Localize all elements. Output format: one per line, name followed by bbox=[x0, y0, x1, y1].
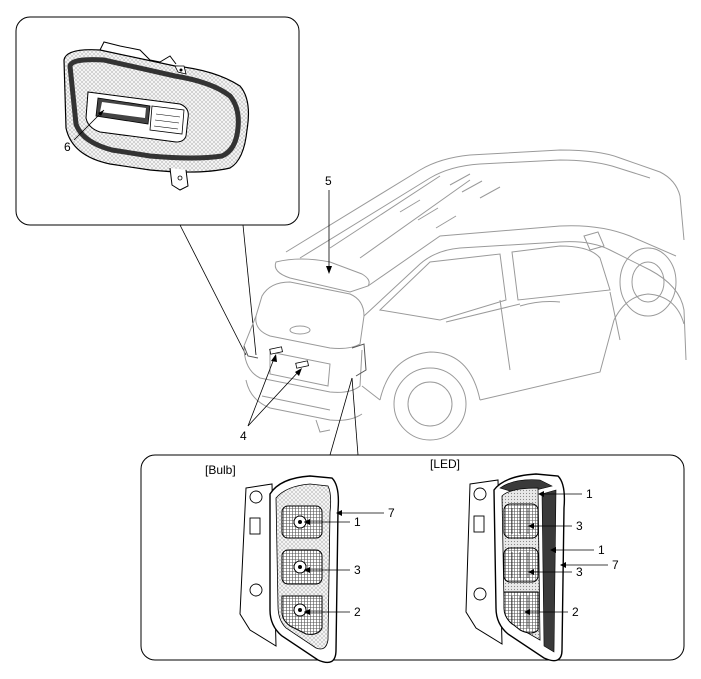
led-title: [LED] bbox=[430, 457, 460, 471]
lamp-rim bbox=[67, 57, 241, 161]
bulb-lamp bbox=[239, 475, 340, 664]
bulb-callout-7: 7 bbox=[388, 506, 395, 520]
vehicle-callouts: 5 4 bbox=[240, 174, 359, 456]
callout-5: 5 bbox=[325, 174, 332, 188]
led-callout-3b: 3 bbox=[576, 565, 583, 579]
callout-4: 4 bbox=[240, 429, 247, 443]
bulb-callout-1: 1 bbox=[354, 515, 361, 529]
led-callout-2: 2 bbox=[572, 605, 579, 619]
bulb-callout-2: 2 bbox=[354, 605, 361, 619]
bulb-callout-3: 3 bbox=[354, 563, 361, 577]
bottom-inset: [Bulb] 1 3 2 bbox=[140, 454, 685, 664]
led-callout-1b: 1 bbox=[598, 543, 605, 557]
bulb-title: [Bulb] bbox=[205, 463, 236, 477]
top-inset: 6 bbox=[15, 16, 300, 356]
vehicle bbox=[243, 149, 687, 441]
led-callout-7: 7 bbox=[612, 558, 619, 572]
bottom-inset-frame bbox=[140, 454, 685, 661]
led-callout-3a: 3 bbox=[576, 519, 583, 533]
led-callout-1a: 1 bbox=[586, 487, 593, 501]
callout-6: 6 bbox=[64, 140, 71, 154]
